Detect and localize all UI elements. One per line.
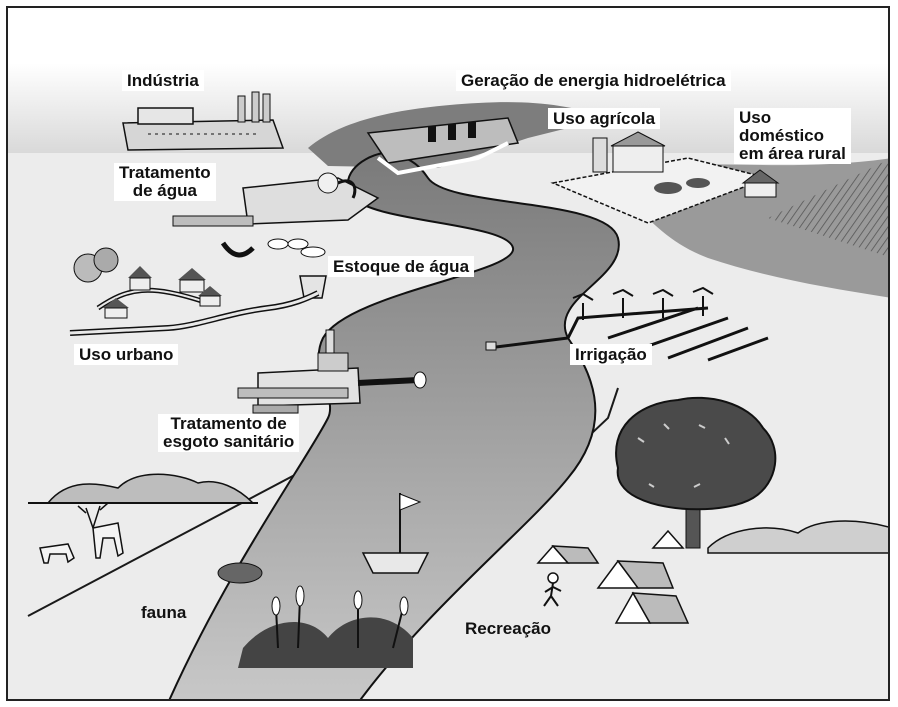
reeds [238,585,413,668]
label-tratamento-agua: Tratamento de água [114,163,216,201]
label-line: Tratamento de [170,414,287,433]
label-line: esgoto sanitário [163,432,295,451]
label-tratamento-esgoto: Tratamento de esgoto sanitário [158,414,300,452]
dam-spillway [376,141,509,176]
deer [77,502,124,559]
dam-gate [448,124,456,140]
label-line: Tratamento [119,163,211,182]
dam-gate [428,126,436,142]
label-line: em área rural [739,144,846,163]
water-uses-scene [8,63,888,699]
animal-small [39,543,75,564]
label-fauna: fauna [141,603,187,622]
bushes-left [46,473,255,504]
urban-area [69,247,320,336]
label-line: Uso [739,108,772,127]
label-irrigacao: Irrigação [570,344,652,365]
bushes-right [707,520,888,554]
label-industria: Indústria [122,70,204,91]
storage-tank [299,275,327,299]
water-pipes [220,238,327,299]
farm [550,131,780,224]
tents [536,529,690,624]
label-estoque-agua: Estoque de água [328,256,475,277]
hydro-dam [366,117,520,164]
river [168,151,620,699]
label-line: de água [132,181,197,200]
label-recreacao: Recreação [465,619,552,638]
tree [615,396,777,549]
label-line: doméstico [739,126,825,145]
dam-gate [468,122,476,138]
hill-hatching [768,159,888,257]
water-treatment-plant [172,172,380,227]
label-hidroeletrica: Geração de energia hidroelétrica [456,70,731,91]
diagram-frame: Indústria Geração de energia hidroelétri… [6,6,890,701]
label-uso-agricola: Uso agrícola [548,108,661,129]
turtle [217,562,263,584]
sewage-treatment-plant [237,329,427,414]
label-uso-domestico: Uso doméstico em área rural [734,108,851,164]
label-uso-urbano: Uso urbano [74,344,179,365]
person-walking [543,572,562,607]
sailboat [361,493,430,574]
industry-building [122,91,285,151]
